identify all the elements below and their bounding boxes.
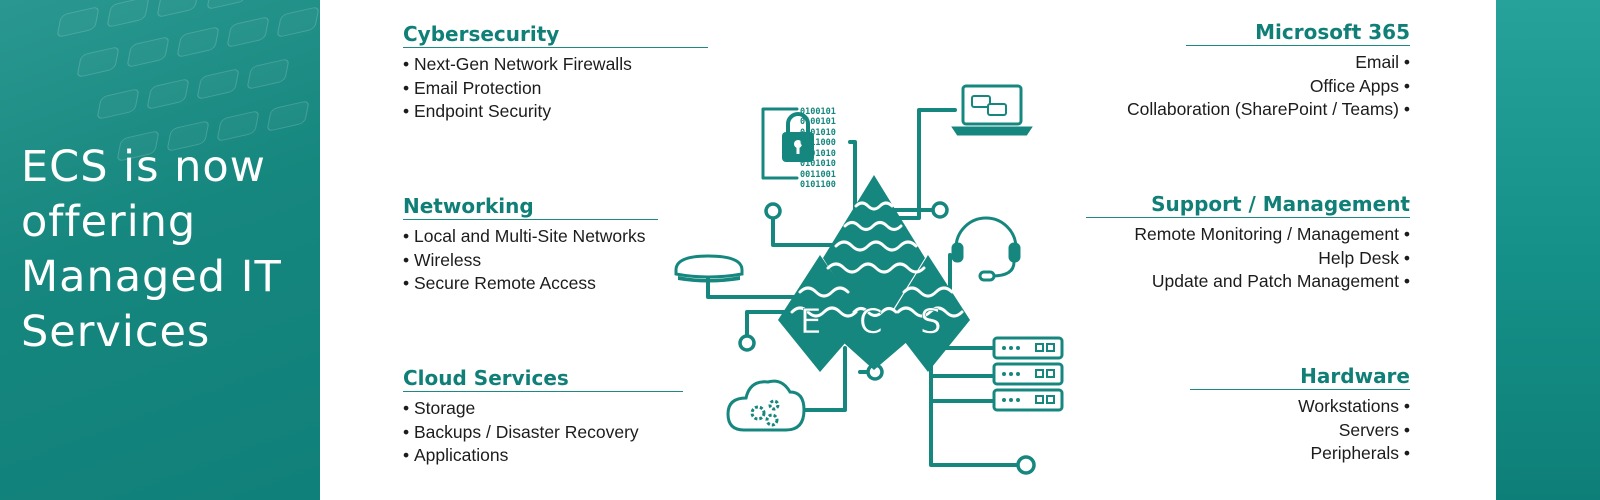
section-title: Support / Management [1086, 192, 1410, 218]
headline-line: ECS is now [21, 142, 266, 192]
ecs-logo: E C S [778, 175, 970, 372]
keyboard-key-decor [126, 36, 170, 68]
wireless-access-point-icon [674, 254, 744, 283]
list-item: Local and Multi-Site Networks [403, 225, 658, 249]
binary-line: 0101100 [800, 180, 836, 190]
keyboard-key-decor [146, 78, 190, 110]
headline-line: Services [21, 307, 211, 357]
keyboard-key-decor [246, 58, 290, 90]
keyboard-key-decor [106, 0, 150, 28]
service-list: Storage Backups / Disaster Recovery Appl… [403, 397, 683, 468]
laptop-chat-icon [951, 84, 1033, 136]
list-item: Help Desk [1086, 247, 1410, 271]
section-microsoft-365: Microsoft 365 Email Office Apps Collabor… [1086, 20, 1410, 122]
cloud-gears-icon [726, 379, 806, 432]
section-title: Cloud Services [403, 366, 683, 392]
list-item: Update and Patch Management [1086, 270, 1410, 294]
list-item: Remote Monitoring / Management [1086, 223, 1410, 247]
binary-line: 0101010 [800, 128, 836, 138]
headset-icon [951, 216, 1021, 282]
list-item: Collaboration (SharePoint / Teams) [1086, 98, 1410, 122]
lock-icon [782, 112, 814, 162]
section-networking: Networking Local and Multi-Site Networks… [403, 194, 658, 296]
section-cloud-services: Cloud Services Storage Backups / Disaste… [403, 366, 683, 468]
keyboard-key-decor [216, 110, 260, 142]
service-list: Local and Multi-Site Networks Wireless S… [403, 225, 658, 296]
keyboard-key-decor [276, 6, 320, 38]
list-item: Office Apps [1086, 75, 1410, 99]
section-title: Networking [403, 194, 658, 220]
keyboard-key-decor [226, 16, 270, 48]
binary-line: 0101010 [800, 149, 836, 159]
keyboard-key-decor [206, 0, 250, 10]
binary-line: 0100101 [800, 117, 836, 127]
hero-panel: ECS is now offering Managed IT Services [0, 0, 320, 500]
server-rack-icon [992, 336, 1064, 412]
keyboard-key-decor [156, 0, 200, 18]
right-accent-strip [1496, 0, 1600, 500]
list-item: Servers [1190, 419, 1410, 443]
binary-code: 0100101 0100101 0101010 0111000 0101010 … [800, 107, 836, 190]
keyboard-key-decor [76, 46, 120, 78]
binary-line: 0100101 [800, 107, 836, 117]
section-cybersecurity: Cybersecurity Next-Gen Network Firewalls… [403, 22, 708, 124]
binary-line: 0111000 [800, 138, 836, 148]
service-list: Workstations Servers Peripherals [1190, 395, 1410, 466]
binary-line: 0011001 [800, 170, 836, 180]
keyboard-key-decor [196, 68, 240, 100]
headline-line: offering [21, 197, 197, 247]
section-title: Microsoft 365 [1186, 20, 1410, 46]
keyboard-key-decor [96, 88, 140, 120]
network-diagram-svg: 0100101 0100101 0101010 0111000 0101010 … [674, 84, 1064, 475]
headline: ECS is now offering Managed IT Services [21, 140, 282, 360]
keyboard-key-decor [266, 100, 310, 132]
logo-letter: S [920, 302, 942, 342]
section-support-management: Support / Management Remote Monitoring /… [1086, 192, 1410, 294]
list-item: Endpoint Security [403, 100, 708, 124]
list-item: Peripherals [1190, 442, 1410, 466]
list-item: Storage [403, 397, 683, 421]
connector-nodes [738, 201, 1036, 475]
list-item: Email [1086, 51, 1410, 75]
list-item: Next-Gen Network Firewalls [403, 53, 708, 77]
logo-letter: C [859, 302, 883, 342]
list-item: Applications [403, 444, 683, 468]
headline-line: Managed IT [21, 252, 282, 302]
list-item: Wireless [403, 249, 658, 273]
logo-letter: E [800, 302, 821, 342]
section-title: Hardware [1190, 364, 1410, 390]
service-list: Next-Gen Network Firewalls Email Protect… [403, 53, 708, 124]
list-item: Workstations [1190, 395, 1410, 419]
keyboard-key-decor [176, 26, 220, 58]
list-item: Backups / Disaster Recovery [403, 421, 683, 445]
section-title: Cybersecurity [403, 22, 708, 48]
service-list: Remote Monitoring / Management Help Desk… [1086, 223, 1410, 294]
list-item: Email Protection [403, 77, 708, 101]
section-hardware: Hardware Workstations Servers Peripheral… [1190, 364, 1410, 466]
keyboard-key-decor [56, 6, 100, 38]
service-list: Email Office Apps Collaboration (SharePo… [1086, 51, 1410, 122]
binary-line: 0101010 [800, 159, 836, 169]
list-item: Secure Remote Access [403, 272, 658, 296]
network-diagram: 0100101 0100101 0101010 0111000 0101010 … [670, 80, 1100, 490]
